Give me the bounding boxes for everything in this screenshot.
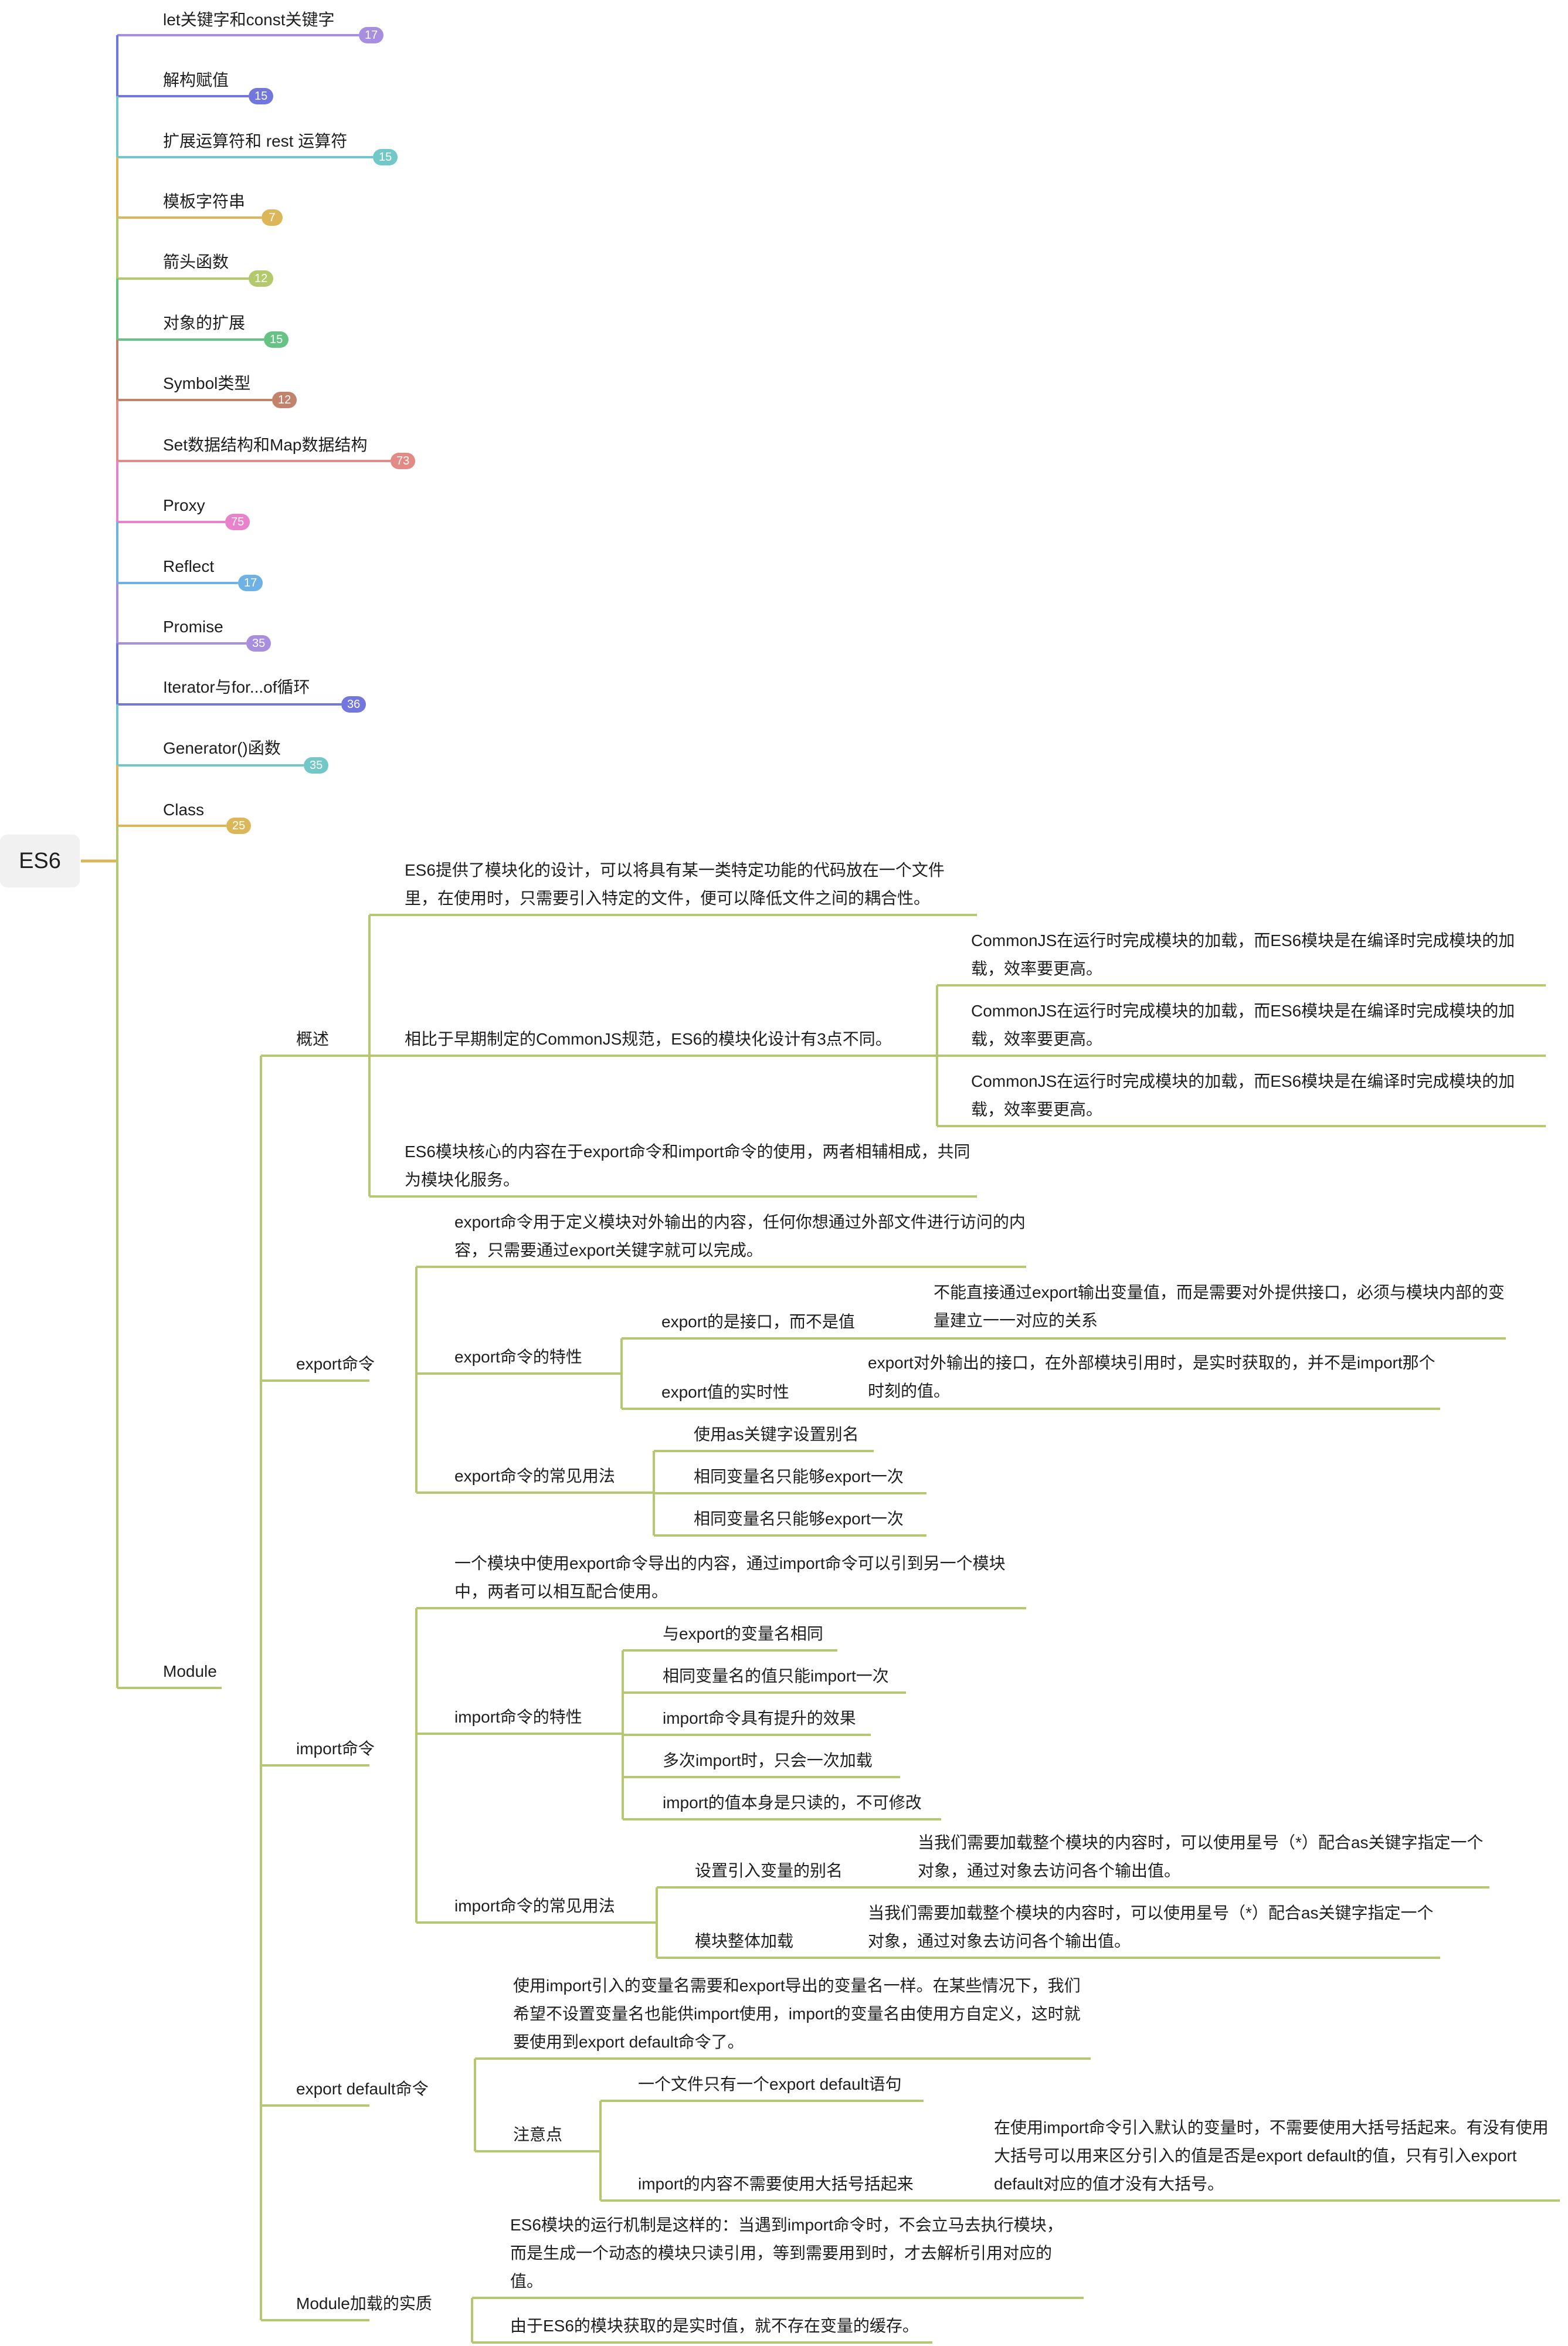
topic-arrow-function[interactable]: 箭头函数 xyxy=(163,253,229,271)
node-module[interactable]: Module xyxy=(163,1662,217,1680)
node-import-trait-once[interactable]: 相同变量名的值只能import一次 xyxy=(663,1667,889,1685)
node-import-usage[interactable]: import命令的常见用法 xyxy=(454,1897,615,1915)
node-export-trait-interface[interactable]: export的是接口，而不是值 xyxy=(661,1313,855,1331)
node-export-trait-realtime-detail[interactable]: export对外输出的接口，在外部模块引用时，是实时获取的，并不是import那… xyxy=(868,1354,1435,1400)
topic-promise[interactable]: Promise xyxy=(163,618,223,636)
count-badge-promise[interactable]: 35 xyxy=(246,635,271,652)
topic-object-extension[interactable]: 对象的扩展 xyxy=(163,314,246,332)
count-badge-let-const[interactable]: 17 xyxy=(359,27,384,43)
count-badge-symbol[interactable]: 12 xyxy=(272,392,297,408)
topic-generator[interactable]: Generator()函数 xyxy=(163,739,281,757)
node-import-trait-same-name[interactable]: 与export的变量名相同 xyxy=(663,1625,823,1643)
node-import-usage-whole[interactable]: 模块整体加载 xyxy=(695,1932,794,1950)
count-badge-class[interactable]: 25 xyxy=(226,818,252,834)
node-overview[interactable]: 概述 xyxy=(296,1030,330,1048)
topic-symbol[interactable]: Symbol类型 xyxy=(163,374,251,392)
node-commonjs-diff-2[interactable]: CommonJS在运行时完成模块的加载，而ES6模块是在编译时完成模块的加载，效… xyxy=(971,1002,1515,1048)
count-badge-object-extension[interactable]: 15 xyxy=(264,331,289,348)
node-import-usage-alias-detail[interactable]: 当我们需要加载整个模块的内容时，可以使用星号（*）配合as关键字指定一个对象，通… xyxy=(918,1833,1484,1880)
node-export-usage-once-2[interactable]: 相同变量名只能够export一次 xyxy=(694,1510,904,1528)
node-export-default-notes[interactable]: 注意点 xyxy=(513,2125,563,2144)
topic-reflect[interactable]: Reflect xyxy=(163,557,215,575)
node-export-desc[interactable]: export命令用于定义模块对外输出的内容，任何你想通过外部文件进行访问的内容，… xyxy=(454,1213,1026,1259)
node-export-usage[interactable]: export命令的常见用法 xyxy=(454,1467,615,1485)
topic-template-string[interactable]: 模板字符串 xyxy=(163,192,246,211)
node-export[interactable]: export命令 xyxy=(296,1355,375,1373)
node-export-usage-alias[interactable]: 使用as关键字设置别名 xyxy=(694,1425,859,1443)
node-export-default-desc[interactable]: 使用import引入的变量名需要和export导出的变量名一样。在某些情况下，我… xyxy=(513,1977,1081,2051)
count-badge-reflect[interactable]: 17 xyxy=(238,575,263,591)
node-export-default-note-no-braces[interactable]: import的内容不需要使用大括号括起来 xyxy=(638,2175,914,2193)
count-badge-iterator[interactable]: 36 xyxy=(341,696,366,713)
node-import-desc[interactable]: 一个模块中使用export命令导出的内容，通过import命令可以引到另一个模块… xyxy=(454,1554,1006,1601)
count-badge-spread-rest[interactable]: 15 xyxy=(373,149,398,165)
node-export-usage-once-1[interactable]: 相同变量名只能够export一次 xyxy=(694,1467,904,1486)
node-export-trait-realtime[interactable]: export值的实时性 xyxy=(661,1383,789,1401)
node-import-usage-alias[interactable]: 设置引入变量的别名 xyxy=(695,1862,843,1880)
node-module-essence[interactable]: Module加载的实质 xyxy=(296,2294,432,2313)
node-export-default[interactable]: export default命令 xyxy=(296,2080,429,2098)
topic-set-map[interactable]: Set数据结构和Map数据结构 xyxy=(163,436,368,454)
node-export-trait-interface-detail[interactable]: 不能直接通过export输出变量值，而是需要对外提供接口，必须与模块内部的变量建… xyxy=(934,1283,1505,1330)
node-module-essence-realtime[interactable]: 由于ES6的模块获取的是实时值，就不存在变量的缓存。 xyxy=(510,2317,919,2335)
count-badge-generator[interactable]: 35 xyxy=(304,757,329,774)
node-module-essence-mechanism[interactable]: ES6模块的运行机制是这样的：当遇到import命令时，不会立马去执行模块，而是… xyxy=(510,2216,1063,2290)
node-overview-commonjs-diff[interactable]: 相比于早期制定的CommonJS规范，ES6的模块化设计有3点不同。 xyxy=(405,1030,892,1048)
node-commonjs-diff-3[interactable]: CommonJS在运行时完成模块的加载，而ES6模块是在编译时完成模块的加载，效… xyxy=(971,1072,1515,1118)
count-badge-arrow-function[interactable]: 12 xyxy=(249,270,274,287)
topic-let-const[interactable]: let关键字和const关键字 xyxy=(163,11,335,29)
count-badge-destructuring[interactable]: 15 xyxy=(249,88,274,104)
count-badge-set-map[interactable]: 73 xyxy=(391,453,416,469)
node-commonjs-diff-1[interactable]: CommonJS在运行时完成模块的加载，而ES6模块是在编译时完成模块的加载，效… xyxy=(971,931,1515,978)
topic-proxy[interactable]: Proxy xyxy=(163,496,205,514)
node-export-traits[interactable]: export命令的特性 xyxy=(454,1348,582,1366)
topic-iterator[interactable]: Iterator与for...of循环 xyxy=(163,678,310,696)
node-import[interactable]: import命令 xyxy=(296,1740,375,1758)
topic-destructuring[interactable]: 解构赋值 xyxy=(163,71,229,89)
node-overview-design[interactable]: ES6提供了模块化的设计，可以将具有某一类特定功能的代码放在一个文件里，在使用时… xyxy=(405,861,945,907)
topic-spread-rest[interactable]: 扩展运算符和 rest 运算符 xyxy=(163,132,348,150)
node-overview-core[interactable]: ES6模块核心的内容在于export命令和import命令的使用，两者相辅相成，… xyxy=(405,1143,970,1189)
node-import-traits[interactable]: import命令的特性 xyxy=(454,1708,582,1726)
node-import-trait-hoisting[interactable]: import命令具有提升的效果 xyxy=(663,1709,856,1727)
node-import-trait-single-load[interactable]: 多次import时，只会一次加载 xyxy=(663,1751,873,1769)
node-export-default-note-no-braces-detail[interactable]: 在使用import命令引入默认的变量时，不需要使用大括号括起来。有没有使用大括号… xyxy=(994,2118,1549,2193)
count-badge-proxy[interactable]: 75 xyxy=(225,514,250,530)
count-badge-template-string[interactable]: 7 xyxy=(262,209,283,226)
root-node-es6[interactable]: ES6 xyxy=(0,835,80,887)
node-import-usage-whole-detail[interactable]: 当我们需要加载整个模块的内容时，可以使用星号（*）配合as关键字指定一个对象，通… xyxy=(868,1904,1434,1950)
node-import-trait-readonly[interactable]: import的值本身是只读的，不可修改 xyxy=(663,1794,922,1812)
root-label: ES6 xyxy=(19,848,61,873)
node-export-default-note-single[interactable]: 一个文件只有一个export default语句 xyxy=(638,2075,902,2093)
topic-class[interactable]: Class xyxy=(163,801,205,819)
